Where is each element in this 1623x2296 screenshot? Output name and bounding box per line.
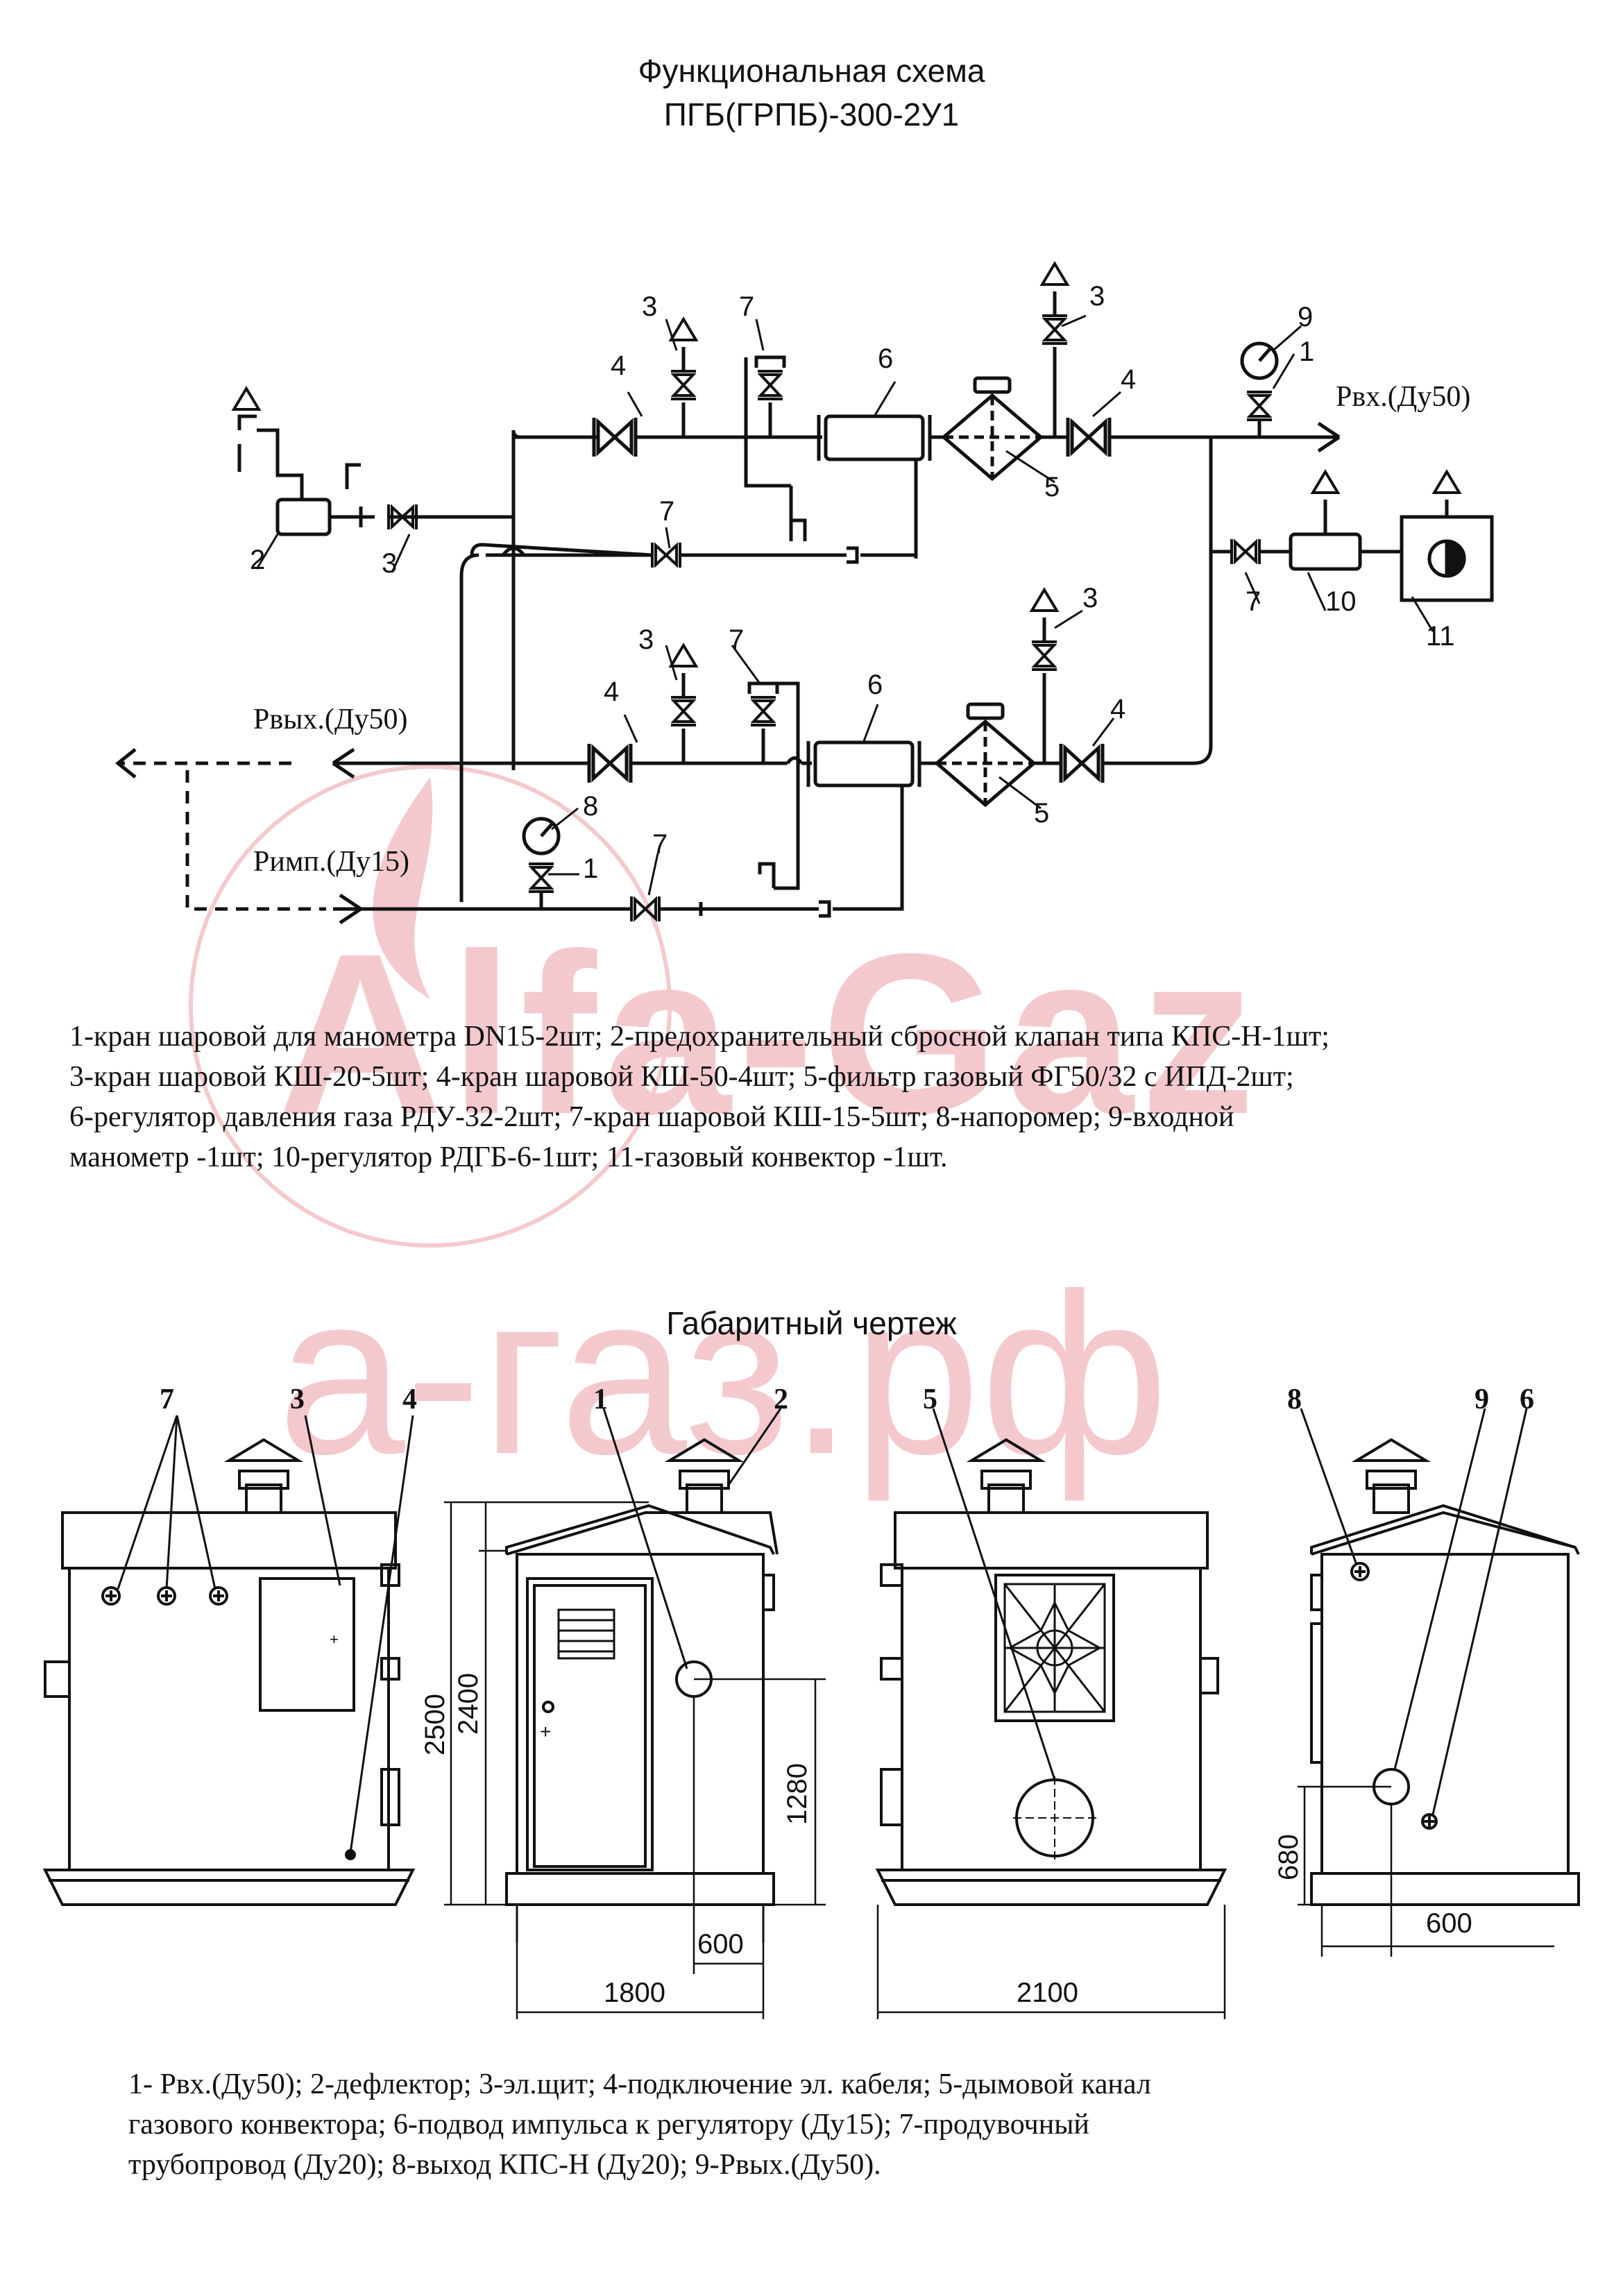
scheme-label-6: 6 bbox=[878, 343, 893, 374]
dim-h-wall: 2400 bbox=[453, 1673, 484, 1735]
scheme-legend-line: 1-кран шаровой для манометра DN15-2шт; 2… bbox=[69, 1021, 1329, 1053]
scheme-label-3: 3 bbox=[382, 548, 397, 579]
dim-h-total: 2500 bbox=[420, 1694, 450, 1755]
label-p-out: Рвых.(Ду50) bbox=[253, 704, 408, 735]
scheme-legend-line: манометр -1шт; 10-регулятор РДГБ-6-1шт; … bbox=[69, 1141, 948, 1173]
scheme-label-7: 7 bbox=[739, 291, 754, 322]
dim-h-inlet: 1280 bbox=[782, 1763, 813, 1825]
drawing-label-6: 6 bbox=[1520, 1384, 1534, 1415]
scheme-label-5: 5 bbox=[1044, 472, 1060, 502]
scheme-legend-line: 6-регулятор давления газа РДУ-32-2шт; 7-… bbox=[69, 1101, 1234, 1133]
svg-text:+: + bbox=[330, 1631, 339, 1648]
scheme-label-1: 1 bbox=[1299, 337, 1314, 367]
svg-text:+: + bbox=[540, 1721, 551, 1742]
scheme-label-7: 7 bbox=[652, 829, 668, 860]
scheme-label-2: 2 bbox=[250, 545, 265, 575]
scheme-label-6: 6 bbox=[867, 670, 883, 700]
scheme-label-7: 7 bbox=[659, 496, 674, 527]
dim-w-front: 1800 bbox=[604, 1978, 665, 2008]
drawing-label-5: 5 bbox=[923, 1384, 937, 1415]
scheme-legend-line: 3-кран шаровой КШ-20-5шт; 4-кран шаровой… bbox=[69, 1061, 1294, 1093]
drawing-label-2: 2 bbox=[774, 1384, 788, 1415]
scheme-label-10: 10 bbox=[1325, 586, 1357, 617]
drawing-label-3: 3 bbox=[290, 1384, 305, 1415]
drawing-title: Габаритный чертеж bbox=[666, 1305, 957, 1341]
scheme-label-5: 5 bbox=[1034, 798, 1049, 828]
scheme-label-8: 8 bbox=[583, 791, 598, 822]
view-side: 8 9 6 680 600 bbox=[1273, 1384, 1580, 1957]
scheme-title-line1: Функциональная схема bbox=[638, 53, 985, 89]
drawing-label-9: 9 bbox=[1475, 1384, 1489, 1415]
drawing-label-8: 8 bbox=[1287, 1384, 1302, 1415]
watermark-brand: Alfa-Gaz bbox=[278, 905, 1262, 1162]
drawing-legend-line: 1- Рвх.(Ду50); 2-дефлектор; 3-эл.щит; 4-… bbox=[128, 2068, 1151, 2100]
view-rear: 5 2100 bbox=[875, 1384, 1227, 2019]
scheme-label-3: 3 bbox=[1089, 281, 1105, 312]
scheme-label-9: 9 bbox=[1298, 302, 1313, 332]
scheme-label-7: 7 bbox=[729, 624, 744, 655]
scheme-label-4: 4 bbox=[1121, 364, 1136, 395]
watermark-site: а-газ.рф bbox=[278, 1245, 1169, 1502]
scheme-label-7: 7 bbox=[1246, 586, 1261, 617]
drawing-label-7: 7 bbox=[160, 1384, 174, 1415]
label-p-in: Рвх.(Ду50) bbox=[1336, 381, 1470, 413]
drawing-label-1: 1 bbox=[593, 1384, 608, 1415]
scheme-label-3: 3 bbox=[638, 624, 654, 655]
scheme-label-4: 4 bbox=[604, 677, 619, 707]
scheme-label-4: 4 bbox=[611, 350, 626, 381]
scheme-label-1: 1 bbox=[583, 853, 598, 884]
dim-w-side: 2100 bbox=[1017, 1978, 1078, 2008]
drawing-label-4: 4 bbox=[402, 1384, 417, 1415]
drawing-legend-line: газового конвектора; 6-подвод импульса к… bbox=[128, 2109, 1089, 2141]
drawing-legend: 1- Рвх.(Ду50); 2-дефлектор; 3-эл.щит; 4-… bbox=[128, 2064, 1151, 2185]
view-front: + 1 2 2500 2400 1280 bbox=[420, 1384, 826, 2019]
dim-h-side: 680 bbox=[1273, 1834, 1304, 1880]
scheme-legend: 1-кран шаровой для манометра DN15-2шт; 2… bbox=[69, 1017, 1329, 1177]
scheme-label-3: 3 bbox=[642, 291, 657, 322]
view-back: + 7 3 4 bbox=[42, 1384, 417, 1906]
scheme-title-line2: ПГБ(ГРПБ)-300-2У1 bbox=[663, 96, 960, 133]
scheme-label-4: 4 bbox=[1110, 694, 1125, 724]
scheme-label-11: 11 bbox=[1426, 621, 1455, 652]
scheme-label-3: 3 bbox=[1082, 583, 1098, 613]
dim-w-side-offset: 600 bbox=[1426, 1908, 1472, 1939]
dim-w-offset: 600 bbox=[697, 1929, 744, 1959]
drawing-legend-line: трубопровод (Ду20); 8-выход КПС-Н (Ду20)… bbox=[128, 2149, 881, 2181]
label-p-imp: Римп.(Ду15) bbox=[253, 846, 409, 878]
